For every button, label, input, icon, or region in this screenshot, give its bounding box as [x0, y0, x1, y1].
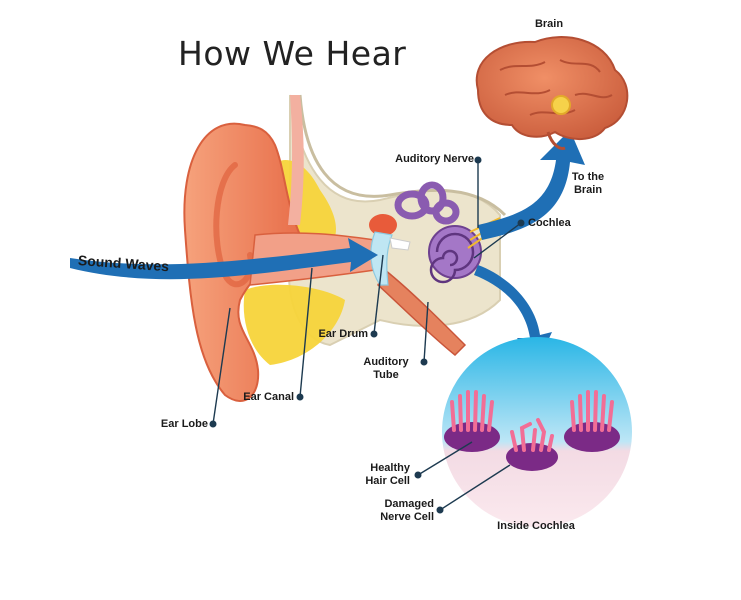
leader-lines	[212, 160, 522, 511]
label-inside-cochlea: Inside Cochlea	[497, 520, 575, 532]
inside-cochlea-circle	[442, 337, 632, 527]
label-to-the-brain: To the Brain	[571, 171, 605, 196]
healthy-hair-cell-cluster-right	[564, 390, 620, 452]
stapes	[389, 237, 411, 251]
label-ear-canal: Ear Canal	[243, 391, 294, 403]
to-brain-arrow	[478, 130, 585, 240]
damaged-nerve-cell-cluster	[506, 418, 558, 471]
skull-outline	[298, 94, 507, 217]
diagram-title: How We Hear	[178, 34, 407, 73]
ear-drum-shape	[370, 231, 393, 286]
leader-dots	[209, 156, 525, 514]
label-auditory-nerve: Auditory Nerve	[395, 153, 474, 165]
fat-tissue-lower	[243, 284, 345, 365]
label-cochlea: Cochlea	[528, 217, 571, 229]
healthy-hair-cell-cluster-left	[444, 390, 500, 452]
auditory-cortex-spot	[551, 95, 571, 115]
label-brain: Brain	[534, 18, 564, 30]
ossicles	[369, 214, 397, 236]
auditory-tube-shape	[377, 268, 467, 357]
muscle-band	[288, 95, 304, 225]
label-ear-drum: Ear Drum	[318, 328, 368, 340]
label-auditory-tube: Auditory Tube	[363, 356, 409, 381]
semicircular-canals	[394, 181, 460, 225]
sound-wave-arrow	[70, 238, 378, 280]
label-ear-lobe: Ear Lobe	[160, 418, 208, 430]
brain-illustration	[475, 36, 629, 150]
label-healthy-hair-cell: Healthy Hair Cell	[365, 462, 410, 487]
label-damaged-nerve-cell: Damaged Nerve Cell	[380, 498, 434, 523]
